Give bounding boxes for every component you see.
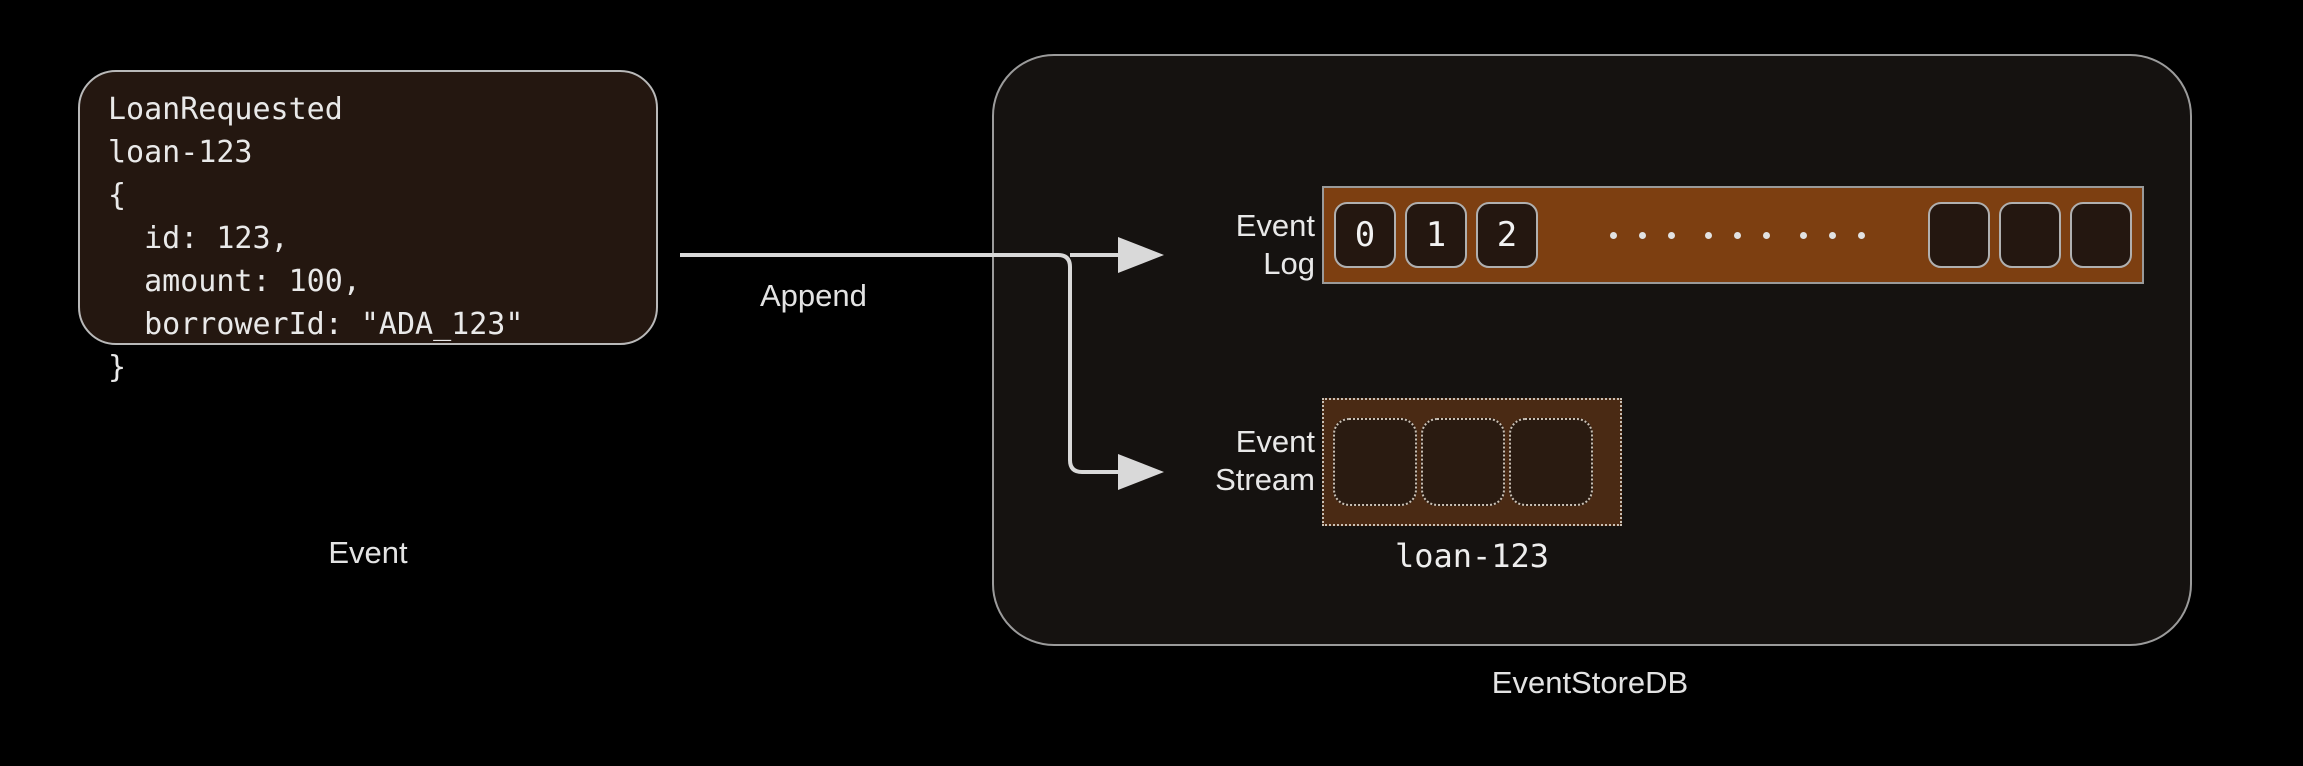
- ellipsis-dot: [1668, 231, 1675, 239]
- event-log-empty-cell[interactable]: [1999, 202, 2061, 268]
- eventstoredb-caption: EventStoreDB: [1491, 665, 1689, 700]
- append-label: Append: [760, 278, 867, 313]
- event-stream-slot[interactable]: [1333, 418, 1417, 506]
- event-log-cell[interactable]: 0: [1334, 202, 1396, 268]
- ellipsis-dot: [1829, 231, 1836, 239]
- ellipsis-dot: [1705, 231, 1712, 239]
- event-log-cell[interactable]: 2: [1476, 202, 1538, 268]
- event-stream-slot[interactable]: [1509, 418, 1593, 506]
- eventstoredb-container: [992, 54, 2192, 646]
- event-stream-box: [1322, 398, 1622, 526]
- event-card: LoanRequested loan-123 { id: 123, amount…: [78, 70, 658, 385]
- event-log-bar: 0 1 2: [1322, 186, 2144, 284]
- ellipsis-dot: [1800, 231, 1807, 239]
- event-payload-code: LoanRequested loan-123 { id: 123, amount…: [108, 92, 524, 385]
- event-log-empty-cell[interactable]: [1928, 202, 1990, 268]
- ellipsis-dot: [1734, 231, 1741, 239]
- event-log-cell[interactable]: 1: [1405, 202, 1467, 268]
- event-card-caption: Event: [328, 535, 408, 570]
- ellipsis-dot: [1639, 231, 1646, 239]
- event-log-label: Event Log: [1235, 208, 1315, 281]
- ellipsis-group: [1705, 231, 1770, 239]
- event-log-empty-cell[interactable]: [2070, 202, 2132, 268]
- event-stream-slot[interactable]: [1421, 418, 1505, 506]
- ellipsis-dot: [1610, 231, 1617, 239]
- ellipsis-dot: [1858, 231, 1865, 239]
- event-stream-label: Event Stream: [1215, 424, 1315, 497]
- ellipsis-dot: [1763, 231, 1770, 239]
- event-stream-name: loan-123: [1394, 537, 1550, 575]
- ellipsis-group: [1800, 231, 1865, 239]
- event-log-ellipsis: [1553, 231, 1922, 239]
- ellipsis-group: [1610, 231, 1675, 239]
